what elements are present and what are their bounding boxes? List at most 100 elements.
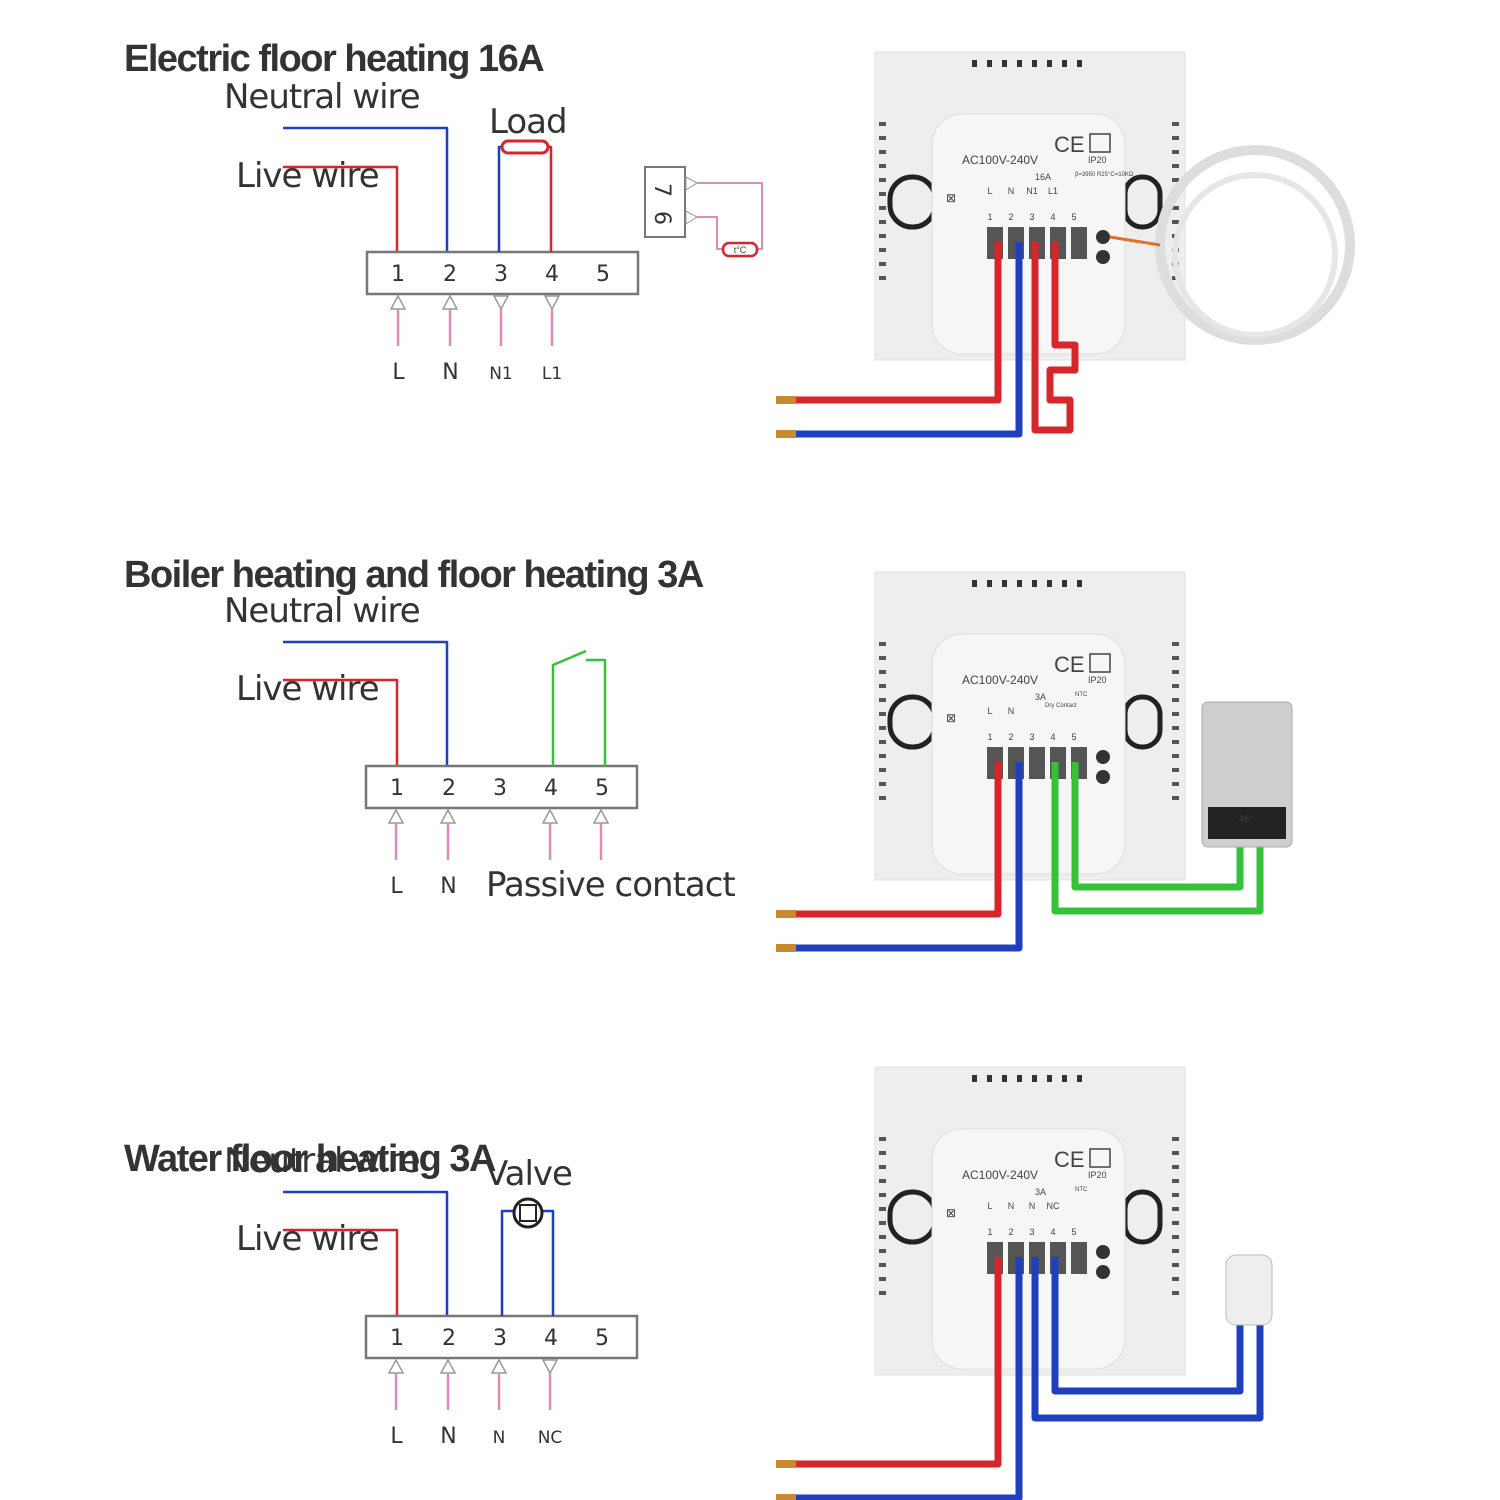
terminal-label: N [440, 1424, 455, 1449]
pin-label: N [1029, 1201, 1036, 1211]
vent-slot [879, 684, 886, 688]
sensor-terminal [1096, 230, 1110, 244]
vent-slot [879, 1179, 886, 1183]
boiler-temperature: 45° [1239, 814, 1253, 824]
arrow-in-icon [387, 1358, 405, 1374]
contact-wire [586, 658, 607, 766]
vent-slot [879, 164, 886, 168]
pin-number: 2 [1008, 212, 1013, 222]
vent-slot [879, 276, 886, 280]
neutral-wire-label: Neutral wire [224, 1141, 420, 1181]
arrow-in-icon [439, 808, 457, 824]
vent-slot [1172, 136, 1179, 140]
load-neutral [497, 145, 507, 252]
sensor-spec: β=3950 R25°C=10KΩ [1075, 172, 1134, 178]
vent-slot [879, 754, 886, 758]
terminal-module [931, 113, 1126, 355]
copper-end [776, 1494, 796, 1500]
copper-end [776, 944, 796, 952]
double-insulation-icon [1089, 133, 1111, 153]
section-title: Electric floor heating 16A [124, 38, 544, 80]
terminal-label: N1 [489, 364, 513, 384]
vent-slot [879, 712, 886, 716]
pin-number: 5 [1071, 1227, 1076, 1237]
vent-slot [1002, 60, 1007, 67]
arrow-icon [685, 210, 698, 225]
terminal-number: 3 [493, 776, 507, 801]
terminal-number: 4 [544, 776, 558, 801]
weee-bin-icon: ⊠ [946, 191, 956, 205]
live-wire [283, 165, 399, 252]
terminal-number: 1 [390, 776, 404, 801]
vent-slot [1172, 1277, 1179, 1281]
terminal-label: N [440, 874, 455, 899]
load-label: Load [489, 102, 567, 142]
live-wire-label: Live wire [236, 156, 379, 196]
terminal-label: L [390, 874, 403, 899]
arrow-in-icon [387, 808, 405, 824]
terminal-number: 4 [545, 262, 559, 287]
arrow-out-icon [541, 1359, 559, 1375]
double-insulation-icon [1089, 1148, 1111, 1168]
vent-slot [879, 248, 886, 252]
valve-cable [1031, 1257, 1264, 1422]
terminal-module [931, 633, 1126, 875]
terminal-block [364, 1314, 639, 1360]
vent-slot [1002, 1075, 1007, 1082]
terminal-label: L [390, 1424, 403, 1449]
sensor-terminal [1096, 1265, 1110, 1279]
vent-slot [1172, 1291, 1179, 1295]
vent-slot [1017, 580, 1022, 587]
vent-slot [1172, 122, 1179, 126]
vent-slot [1172, 754, 1179, 758]
pin-number: 5 [1071, 212, 1076, 222]
vent-slot [879, 1249, 886, 1253]
vent-slot [879, 1151, 886, 1155]
valve-actuator-icon [519, 1204, 537, 1222]
vent-slot [879, 1137, 886, 1141]
vent-slot [1172, 698, 1179, 702]
valve-nc [540, 1209, 555, 1316]
valve-actuator-icon [512, 1197, 544, 1229]
live-wire [283, 1228, 399, 1316]
copper-end [776, 430, 796, 438]
vent-slot [1017, 1075, 1022, 1082]
vent-slot [1172, 670, 1179, 674]
sensor-spec: NTC [1075, 1187, 1088, 1193]
vent-slot [1172, 1235, 1179, 1239]
vent-slot [879, 192, 886, 196]
voltage-rating: AC100V-240V [962, 1168, 1038, 1182]
vent-slot [1062, 580, 1067, 587]
vent-slot [879, 1165, 886, 1169]
terminal-number: 2 [443, 262, 457, 287]
sensor-wire [697, 216, 724, 250]
terminal-number: 2 [442, 776, 456, 801]
sensor-terminal-block [644, 166, 686, 238]
vent-slot [987, 580, 992, 587]
terminal-number: 5 [596, 262, 610, 287]
neutral-cable [780, 1257, 1023, 1500]
arrow-in-icon [439, 1358, 457, 1374]
sensor-spec: NTC [1075, 692, 1088, 698]
terminal-label: L [392, 360, 405, 385]
terminal-block [365, 250, 640, 296]
screw-terminal [1071, 227, 1087, 259]
vent-slot [879, 1263, 886, 1267]
vent-slot [1172, 1249, 1179, 1253]
vent-slot [1032, 580, 1037, 587]
double-insulation-icon [1089, 653, 1111, 673]
live-wire-label: Live wire [236, 1219, 379, 1259]
dry-contact-label: Dry Contact [1045, 703, 1077, 709]
vent-slot [879, 262, 886, 266]
pin-number: 3 [1029, 212, 1034, 222]
pin-number: 4 [1050, 732, 1055, 742]
pin-label: N [1008, 1201, 1015, 1211]
sensor-cable-coil [1155, 145, 1355, 345]
valve-actuator-photo [1225, 1254, 1273, 1326]
current-rating: 16A [1035, 172, 1051, 182]
vent-slot [879, 1207, 886, 1211]
vent-slot [972, 60, 977, 67]
